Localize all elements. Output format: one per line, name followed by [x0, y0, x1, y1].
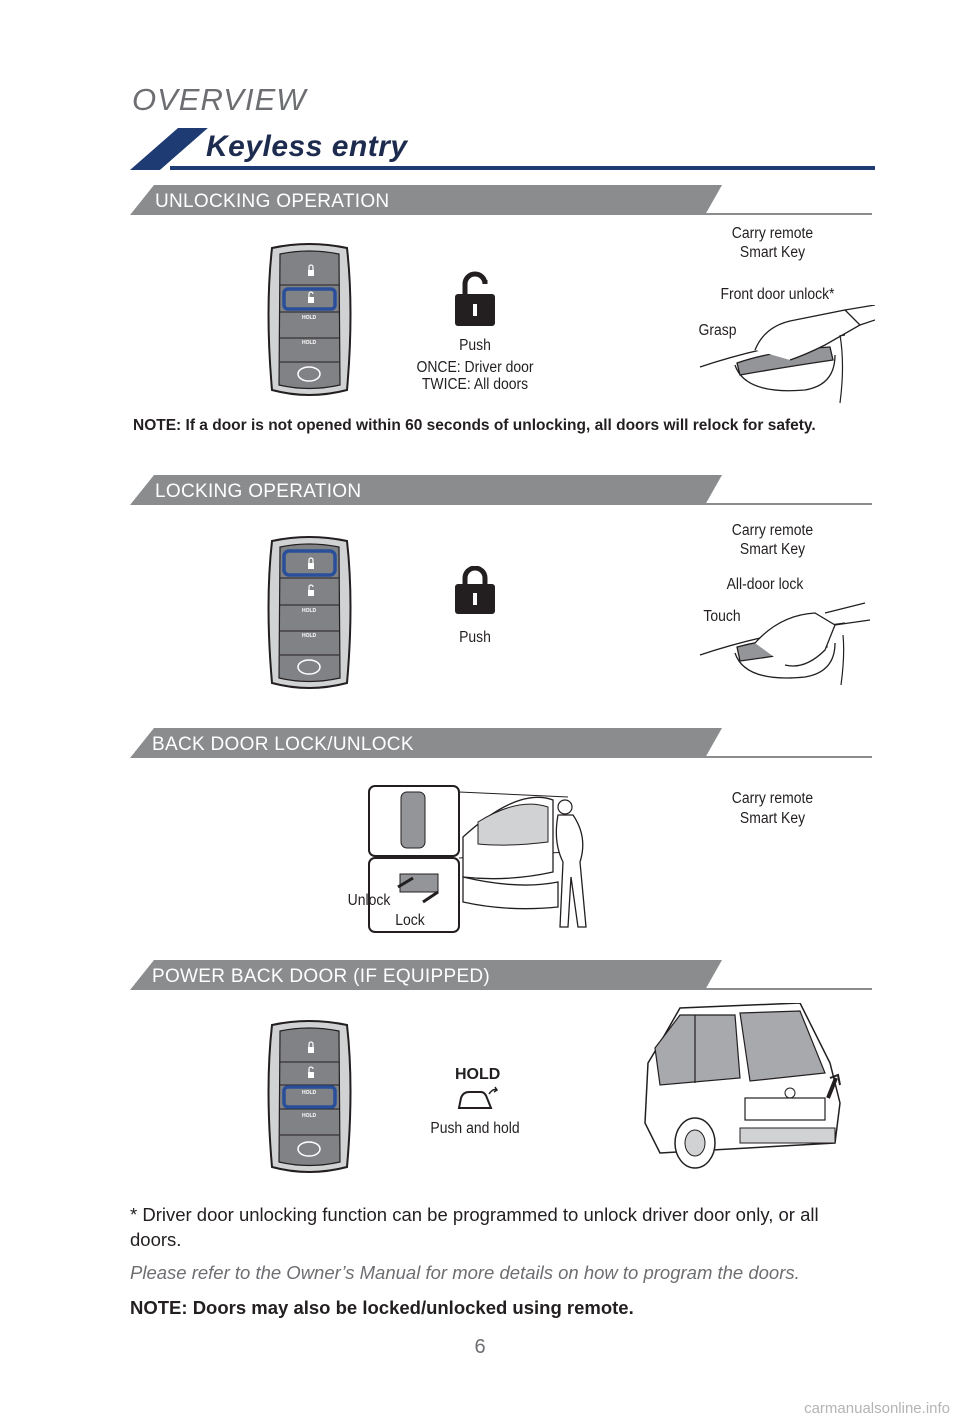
smart-key-fob-icon: HOLD HOLD	[267, 1020, 352, 1173]
svg-text:HOLD: HOLD	[302, 315, 317, 321]
section-heading-back-door: BACK DOOR LOCK/UNLOCK	[152, 734, 414, 755]
back-door-illustration	[368, 785, 587, 933]
svg-text:HOLD: HOLD	[302, 633, 317, 639]
section-heading-power-back-door: POWER BACK DOOR (IF EQUIPPED)	[152, 966, 491, 987]
svg-text:HOLD: HOLD	[302, 1113, 317, 1119]
locked-padlock-icon	[455, 566, 495, 614]
carry-remote-label: Carry remote	[731, 522, 814, 539]
owners-manual-reference: Please refer to the Owner’s Manual for m…	[130, 1262, 800, 1283]
door-handle-touch-illustration	[699, 602, 871, 686]
driver-door-programming-note: * Driver door unlocking function can be …	[130, 1204, 819, 1250]
back-door-open-icon	[457, 1086, 499, 1109]
section-bar-back-door	[130, 728, 872, 758]
unlock-label: Unlock	[347, 892, 391, 909]
twice-all-doors-label: TWICE: All doors	[421, 376, 529, 393]
section-bar-locking	[130, 475, 872, 505]
site-watermark: carmanualsonline.info	[804, 1400, 950, 1417]
push-label-lock: Push	[459, 629, 491, 646]
page-number: 6	[474, 1336, 486, 1358]
front-door-unlock-label: Front door unlock*	[720, 286, 835, 303]
carry-remote-label: Carry remote	[731, 790, 814, 807]
smart-key-label: Smart Key	[739, 244, 806, 261]
section-bar-unlocking	[130, 185, 872, 215]
door-handle-grasp-illustration	[699, 305, 875, 404]
svg-text:HOLD: HOLD	[302, 1090, 317, 1096]
push-and-hold-label: Push and hold	[430, 1120, 520, 1137]
unlocked-padlock-icon	[455, 271, 495, 326]
title-bar	[130, 128, 875, 170]
push-label-unlock: Push	[459, 337, 491, 354]
svg-text:HOLD: HOLD	[302, 340, 317, 346]
section-bar-power-back-door	[130, 960, 872, 990]
page-title: Keyless entry	[206, 130, 408, 163]
remote-lock-note: NOTE: Doors may also be locked/unlocked …	[130, 1297, 634, 1318]
grasp-label: Grasp	[698, 322, 737, 339]
smart-key-fob-icon: HOLD HOLD	[267, 243, 352, 396]
touch-label: Touch	[703, 608, 741, 625]
lock-label: Lock	[395, 912, 425, 929]
suv-rear-illustration	[644, 1003, 841, 1169]
unlock-relock-note: NOTE: If a door is not opened within 60 …	[133, 417, 816, 434]
smart-key-label: Smart Key	[739, 541, 806, 558]
svg-text:HOLD: HOLD	[302, 608, 317, 614]
smart-key-label: Smart Key	[739, 810, 806, 827]
carry-remote-label: Carry remote	[731, 225, 814, 242]
hold-label: HOLD	[455, 1066, 501, 1083]
section-heading-locking: LOCKING OPERATION	[155, 481, 362, 502]
all-door-lock-label: All-door lock	[726, 576, 804, 593]
section-overview-label: OVERVIEW	[132, 82, 307, 117]
section-heading-unlocking: UNLOCKING OPERATION	[155, 191, 390, 212]
once-driver-door-label: ONCE: Driver door	[416, 359, 534, 376]
smart-key-fob-icon: HOLD HOLD	[267, 536, 352, 689]
